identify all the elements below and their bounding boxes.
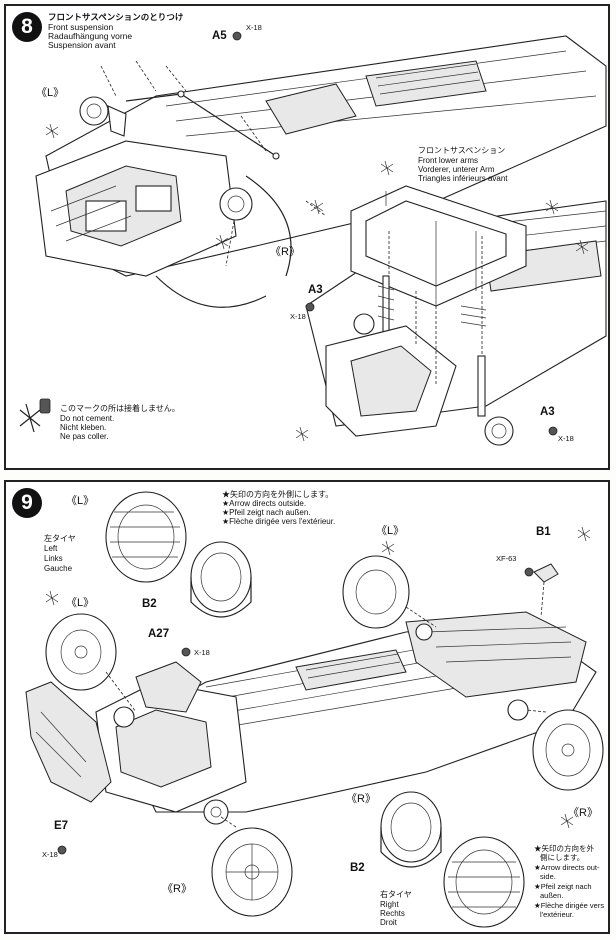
arrow-note-en: ★Arrow directs outside.	[222, 499, 307, 508]
arrow-note2-en-2: side.	[540, 872, 556, 881]
bottom-rim-side-label: 《R》	[346, 793, 376, 805]
screw-e7-label: X-18	[42, 850, 58, 859]
step-title-de: Radaufhängung vorne	[48, 31, 133, 41]
top-left-tire-side-label: 《L》	[66, 495, 95, 507]
step-number: 8	[12, 12, 42, 42]
arrow-note-jp: ★矢印の方向を外側にします。	[222, 490, 334, 499]
arrow-note2-de-2: außen.	[540, 891, 564, 900]
arrow-note2-fr-1: ★Flèche dirigée vers	[534, 901, 605, 910]
part-e7-label: E7	[54, 820, 69, 832]
step-title-jp: フロントサスペンションのとりつけ	[48, 12, 184, 22]
right-tire-jp: 右タイヤ	[380, 890, 412, 899]
left-tire-de: Links	[44, 554, 63, 563]
no-cement-note-de: Nicht kleben.	[60, 423, 107, 432]
right-tire-fr: Droit	[380, 918, 397, 927]
part-a3-right-label: A3	[540, 406, 555, 418]
screw-a3-right-label: X-18	[558, 434, 574, 443]
no-cement-note-en: Do not cement.	[60, 414, 115, 423]
wheels-drawing	[45, 491, 604, 928]
part-a5-label: A5	[212, 30, 227, 42]
screw-a27-label: X-18	[194, 648, 210, 657]
left-rear-wheel-side-label: 《L》	[376, 525, 405, 537]
no-cement-note-fr: Ne pas coller.	[60, 432, 109, 441]
right-side-label: 《R》	[270, 246, 300, 258]
lower-arms-de: Vorderer, unterer Arm	[418, 165, 495, 174]
right-front-wheel-side-label: 《R》	[162, 883, 192, 895]
left-tire-fr: Gauche	[44, 564, 73, 573]
lower-arms-en: Front lower arms	[418, 156, 479, 165]
step-9-illustration	[25, 491, 604, 928]
arrow-note-fr: ★Flèche dirigée vers l'extérieur.	[222, 517, 336, 526]
part-b2-top-label: B2	[142, 598, 157, 610]
part-b2-bottom-label: B2	[350, 862, 365, 874]
step-title-en: Front suspension	[48, 22, 114, 32]
step-title-fr: Suspension avant	[48, 40, 116, 50]
left-tire-en: Left	[44, 544, 58, 553]
arrow-note2-fr-2: l'extérieur.	[540, 910, 574, 919]
part-a27-label: A27	[148, 628, 170, 640]
step-8-illustration	[19, 31, 607, 446]
arrow-note-de: ★Pfeil zeigt nach außen.	[222, 508, 311, 517]
part-a3-left-label: A3	[308, 284, 323, 296]
screw-b1-label: XF-63	[496, 554, 517, 563]
right-tire-en: Right	[380, 900, 399, 909]
right-rear-wheel-side-label: 《R》	[568, 807, 598, 819]
arrow-note2-en-1: ★Arrow directs out-	[534, 863, 600, 872]
screw-a5-label: X-18	[246, 23, 262, 32]
lower-arms-jp: フロントサスペンション	[418, 146, 506, 155]
no-cement-note-jp: このマークの所は接着しません。	[60, 404, 180, 413]
screw-a3-left-label: X-18	[290, 312, 306, 321]
arrow-note2-de-1: ★Pfeil zeigt nach	[534, 882, 592, 891]
arrow-note2-jp-2: 側にします。	[540, 853, 585, 862]
part-b1-label: B1	[536, 526, 551, 538]
lower-arms-fr: Triangles inférieurs avant	[418, 174, 508, 183]
left-tire-jp: 左タイヤ	[44, 534, 76, 543]
arrow-note2-jp-1: ★矢印の方向を外	[534, 844, 594, 853]
no-cement-markers	[19, 123, 589, 442]
chassis-drawing	[25, 563, 597, 855]
left-chassis-drawing	[35, 31, 607, 308]
left-front-wheel-side-label: 《L》	[66, 597, 95, 609]
right-tire-de: Rechts	[380, 909, 405, 918]
step-9-panel: 9 ★矢印の方向を外側にします。 ★Arrow directs outside.…	[4, 480, 610, 934]
step-number: 9	[12, 488, 42, 518]
left-side-label: 《L》	[36, 87, 65, 99]
step-8-panel: 8 フロントサスペンションのとりつけ Front suspension Rada…	[4, 4, 610, 470]
right-chassis-drawing	[305, 185, 607, 446]
